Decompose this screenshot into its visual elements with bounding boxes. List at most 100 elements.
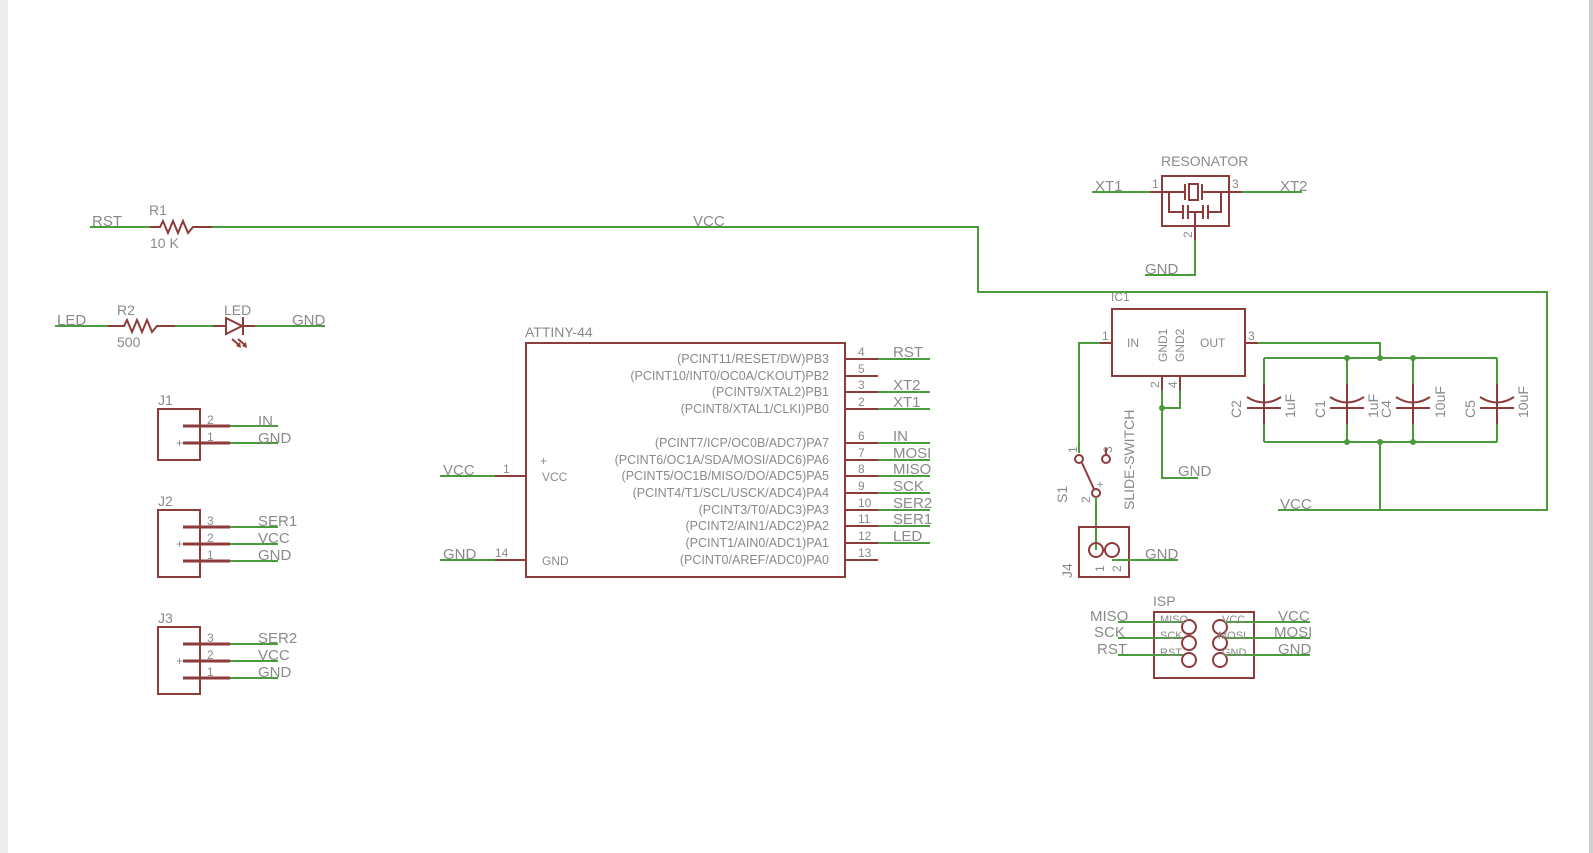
capacitor-value: 1uF: [1282, 394, 1298, 418]
ic-attiny44[interactable]: ATTINY-44 1 14 VCC GND + VCC GND (PCINT1…: [440, 324, 933, 578]
pin-label: MISO: [1160, 614, 1189, 626]
attiny-pin[interactable]: (PCINT10/INT0/OC0A/CKOUT)PB2 5: [630, 362, 878, 383]
net-label: SER2: [893, 495, 932, 512]
resonator[interactable]: RESONATOR 1 3 2 XT1 XT2 GND: [1092, 153, 1308, 278]
pin-number: 7: [858, 446, 865, 460]
isp-name: ISP: [1153, 593, 1176, 609]
net-label: VCC: [258, 530, 290, 547]
pin-number: 1: [1066, 446, 1080, 453]
pin-number: 1: [207, 665, 214, 679]
attiny-pin[interactable]: (PCINT9/XTAL2)PB1 3 XT2: [712, 377, 930, 399]
r2-symbol: [108, 317, 175, 335]
pin-number: 14: [495, 546, 509, 560]
net-label-vcc-2: VCC: [1280, 496, 1312, 513]
resistor-r2[interactable]: LED R2 500: [55, 302, 175, 350]
connector-j1[interactable]: J1 + 2 1 IN GND: [157, 392, 292, 461]
pin-label: MOSI: [1218, 630, 1246, 642]
j4-name: J4: [1059, 563, 1075, 578]
net-label: XT1: [1095, 178, 1123, 195]
pin-number: 8: [858, 462, 865, 476]
pin-number: 1: [1102, 329, 1109, 343]
pin-number: 3: [1232, 177, 1239, 191]
net-label: LED: [893, 528, 922, 545]
pin-label: SCK: [1160, 630, 1183, 642]
pin-number: 3: [1101, 446, 1115, 453]
pin-number: 11: [858, 512, 871, 526]
r1-value: 10 K: [150, 235, 179, 251]
net-label: XT2: [1280, 178, 1308, 195]
net-label-rst: RST: [92, 213, 122, 230]
r2-value: 500: [117, 334, 141, 350]
pin-function-label: (PCINT3/T0/ADC3)PA3: [699, 503, 829, 517]
pin-number: 3: [1248, 329, 1255, 343]
resistor-r1[interactable]: RST R1 10 K: [90, 202, 212, 251]
capacitor-name: C2: [1228, 400, 1244, 418]
capacitor-name: C1: [1312, 400, 1328, 418]
plus-marker: +: [540, 454, 547, 468]
led-d1[interactable]: LED GND: [175, 302, 326, 348]
pin-label: GND: [542, 554, 569, 568]
net-label: RST: [1097, 641, 1127, 658]
net-label: MISO: [1090, 608, 1128, 625]
plus-marker: +: [176, 537, 183, 551]
pin-function-label: (PCINT6/OC1A/SDA/MOSI/ADC6)PA6: [615, 453, 829, 467]
connector-j2[interactable]: J2 + 3 2 1 SER1 VCC GND: [157, 493, 297, 578]
pin-number: 12: [858, 529, 872, 543]
connector-j3[interactable]: J3 + 3 2 1 SER2 VCC GND: [157, 610, 297, 695]
ic1-name: IC1: [1111, 290, 1130, 304]
pin-number: 2: [1110, 565, 1124, 572]
pin-number: 2: [207, 413, 214, 427]
capacitor-name: C5: [1462, 400, 1478, 418]
plus-marker: +: [1093, 481, 1107, 488]
plus-marker: +: [176, 654, 183, 668]
capacitor-c2[interactable]: C2 1uF: [1228, 358, 1298, 442]
connector-j4[interactable]: 1 2 J4 GND: [1059, 526, 1179, 578]
net-label: SCK: [1094, 624, 1125, 641]
isp-header[interactable]: ISP MISO SCK RST VCC MOSI GND MISO SCK R…: [1090, 593, 1312, 679]
net-label: GND: [443, 546, 477, 563]
pin-number: 2: [1181, 231, 1195, 238]
s1-name: S1: [1054, 486, 1070, 503]
pin-number: 1: [1093, 565, 1107, 572]
pin-function-label: (PCINT10/INT0/OC0A/CKOUT)PB2: [630, 369, 829, 383]
pin-label: GND1: [1156, 328, 1170, 362]
pin-function-label: (PCINT9/XTAL2)PB1: [712, 385, 829, 399]
net-label: GND: [1278, 641, 1312, 658]
pin-number: 1: [503, 462, 510, 476]
led-name: LED: [224, 302, 251, 318]
pin-function-label: (PCINT2/AIN1/ADC2)PA2: [685, 519, 829, 533]
net-label: GND: [258, 430, 292, 447]
pin-label: GND2: [1173, 328, 1187, 362]
pin-number: 5: [858, 362, 865, 376]
slide-switch-s1[interactable]: 1 3 2 + S1 SLIDE-SWITCH: [1054, 410, 1137, 550]
r2-name: R2: [117, 302, 135, 318]
pin-function-label: (PCINT0/AREF/ADC0)PA0: [680, 553, 829, 567]
pin-number: 2: [207, 531, 214, 545]
pin-number: 3: [858, 378, 865, 392]
pin-number: 1: [207, 430, 214, 444]
window-scrollbar[interactable]: [1589, 0, 1593, 853]
net-label: IN: [893, 428, 908, 445]
ic1-regulator[interactable]: IC1 1 IN GND1 GND2 OUT 3 2 4 GND: [1078, 290, 1381, 480]
net-label: VCC: [443, 462, 475, 479]
pin-number: 3: [207, 631, 214, 645]
net-label: XT2: [893, 377, 921, 394]
r1-name: R1: [149, 202, 167, 218]
net-vcc[interactable]: VCC VCC: [212, 213, 1548, 513]
pin-label: GND: [1222, 647, 1247, 659]
